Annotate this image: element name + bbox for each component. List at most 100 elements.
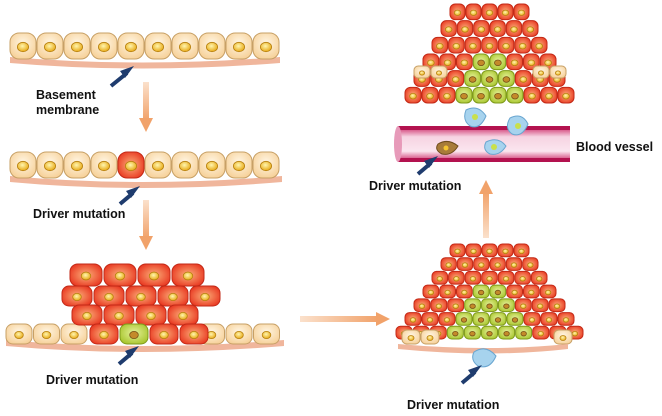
circulating-tumor-cells <box>436 107 529 155</box>
normal-cell <box>401 329 421 345</box>
nucleus <box>445 262 452 268</box>
mutant-cell <box>513 243 530 258</box>
mutant-cell <box>506 53 523 71</box>
invasive-cell <box>464 298 482 313</box>
nucleus <box>97 160 111 172</box>
nucleus <box>43 160 57 172</box>
mutant-cell <box>448 270 465 285</box>
mutant-cell <box>473 257 490 271</box>
nucleus <box>519 276 526 282</box>
invasive-cell <box>489 312 507 326</box>
nucleus <box>259 41 273 53</box>
nucleus <box>494 92 502 100</box>
mutant-cell <box>449 243 466 258</box>
mutant-cell <box>481 270 498 285</box>
invasive-cell <box>481 298 498 313</box>
mutant-cell <box>167 304 199 326</box>
nucleus <box>517 9 526 16</box>
nucleus <box>104 292 114 301</box>
nucleus <box>518 248 525 255</box>
nucleus <box>443 317 451 323</box>
normal-cell <box>63 151 91 179</box>
nucleus <box>436 42 444 50</box>
nucleus <box>436 70 442 76</box>
mutant-cell <box>137 263 171 287</box>
nucleus <box>511 289 518 296</box>
nucleus <box>259 160 273 172</box>
nucleus <box>477 26 486 33</box>
invasive-cell <box>497 298 515 313</box>
invasive-cell <box>506 312 524 326</box>
mutant-cell <box>103 304 135 326</box>
pointer-arrow-basement <box>109 66 134 88</box>
nucleus <box>485 42 494 50</box>
nucleus <box>409 317 417 323</box>
mutant-cell <box>404 86 422 104</box>
mutant-cell <box>539 284 557 299</box>
mutant-cell <box>431 270 449 285</box>
stage-single-mutation <box>9 151 282 188</box>
mutant-cell <box>171 263 205 287</box>
normal-cell <box>5 323 33 345</box>
mutant-cell <box>557 312 575 326</box>
nucleus <box>527 59 536 67</box>
mutant-cell <box>149 323 179 345</box>
driver-mutation-label-2: Driver mutation <box>46 373 138 387</box>
nucleus <box>526 26 535 33</box>
normal-cell <box>225 151 253 179</box>
nucleus <box>453 9 462 16</box>
invasive-cell <box>480 325 499 340</box>
stage-normal-epithelium <box>9 32 280 69</box>
mutant-cell <box>481 243 498 258</box>
mutant-cell <box>514 36 531 54</box>
nucleus <box>493 26 502 33</box>
mutant-cell <box>506 284 523 299</box>
nucleus <box>503 303 510 309</box>
mutant-cell <box>117 151 145 179</box>
nucleus <box>427 289 435 296</box>
pointer-arrow-mutation-2 <box>117 346 139 366</box>
nucleus <box>494 59 502 67</box>
nucleus <box>114 311 124 320</box>
nucleus <box>461 262 469 268</box>
nucleus <box>419 70 425 76</box>
normal-cell <box>9 151 37 179</box>
mutant-cell <box>438 312 456 326</box>
mutant-cell <box>523 284 540 299</box>
nucleus <box>178 160 192 172</box>
nucleus <box>427 59 435 67</box>
invasive-cell <box>472 86 490 104</box>
nucleus <box>470 248 477 255</box>
mutant-cell <box>157 285 189 307</box>
mutant-cell <box>404 312 422 326</box>
mutant-cell <box>71 304 103 326</box>
nucleus <box>511 92 519 100</box>
normal-cell <box>532 65 550 79</box>
pointer-arrow-mutation-3 <box>460 365 482 385</box>
nucleus <box>528 289 535 296</box>
mutant-cell <box>449 3 466 21</box>
mutant-cell <box>456 257 474 271</box>
nucleus <box>16 41 30 53</box>
mutant-cell <box>430 298 448 313</box>
normal-cell <box>90 32 118 60</box>
mutant-cell <box>557 86 575 104</box>
mutant-cell <box>421 312 439 326</box>
driver-mutation-label-3: Driver mutation <box>407 398 499 412</box>
nucleus <box>469 9 478 16</box>
normal-cell-row <box>9 151 280 179</box>
normal-cell <box>225 323 253 345</box>
nucleus <box>528 92 536 100</box>
normal-cell-row <box>9 32 280 60</box>
mutant-cell <box>135 304 167 326</box>
nucleus <box>478 262 485 268</box>
normal-cell <box>144 32 172 60</box>
nucleus <box>72 292 82 301</box>
nucleus <box>553 303 561 309</box>
nucleus <box>452 330 459 337</box>
nucleus <box>485 76 494 83</box>
mutant-cell <box>497 36 515 54</box>
nucleus <box>494 262 501 268</box>
mutant-cell <box>523 53 540 71</box>
normal-cell <box>252 151 280 179</box>
